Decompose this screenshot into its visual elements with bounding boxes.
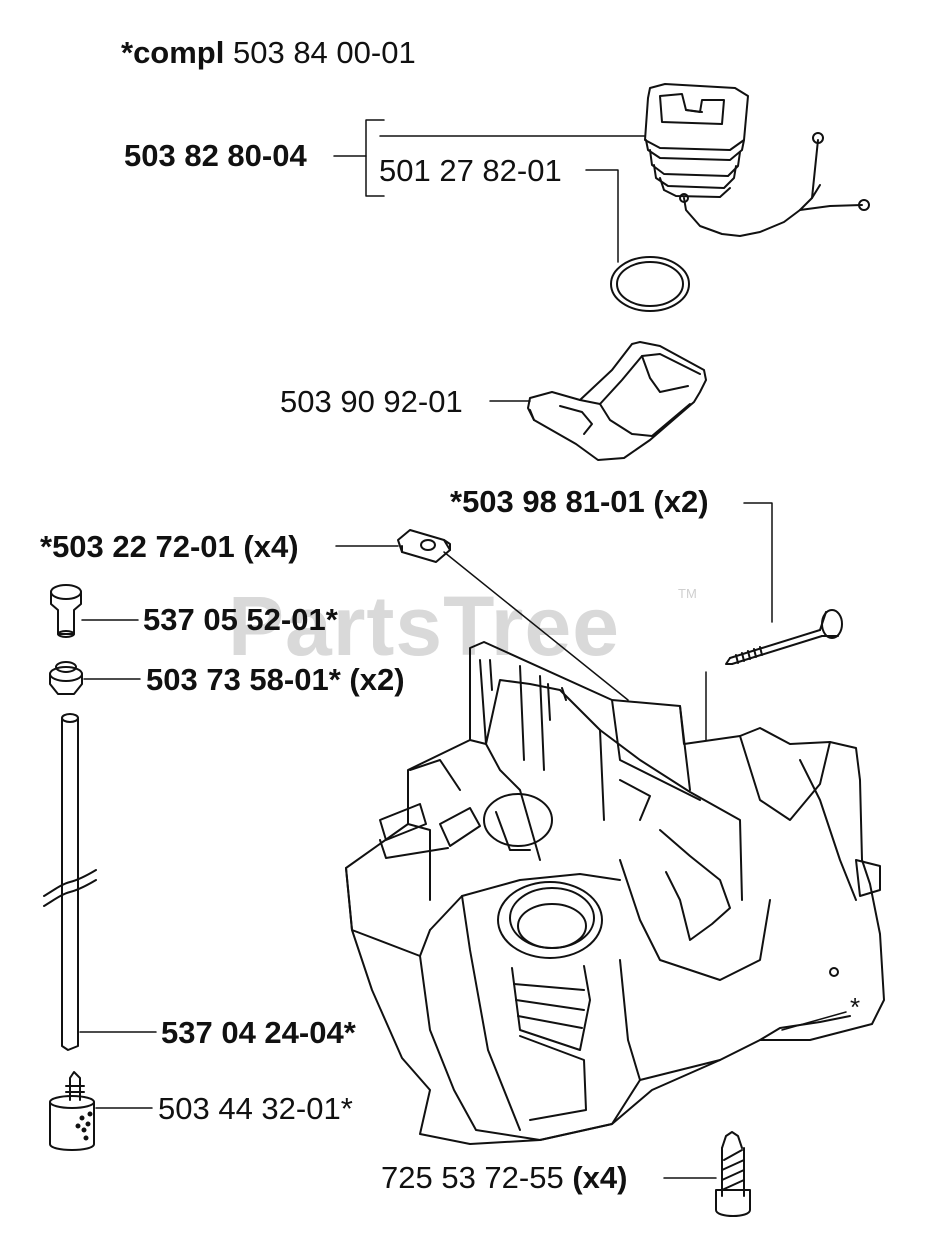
bolt-label[interactable]: *503 98 81-01 (x2) <box>450 484 709 519</box>
o-ring-part[interactable] <box>610 256 690 312</box>
bolt-part[interactable] <box>725 609 843 665</box>
fuel-tank-housing-part[interactable] <box>345 641 885 1145</box>
tank-asterisk-label[interactable]: * <box>850 992 861 1022</box>
screw-quantity: (x4) <box>572 1160 628 1195</box>
clip-part[interactable] <box>397 529 451 563</box>
trademark-mark: TM <box>678 586 697 601</box>
complete-assembly-label: *compl 503 84 00-01 <box>121 37 416 68</box>
fuel-filter-label[interactable]: 503 44 32-01* <box>158 1091 353 1126</box>
cap-holder-part[interactable] <box>527 341 707 461</box>
fuel-filter-part[interactable] <box>49 1071 95 1151</box>
fuel-cap-part[interactable] <box>644 83 870 237</box>
fuel-hose-part[interactable] <box>43 713 97 1051</box>
sleeve-part[interactable] <box>50 584 82 638</box>
cap-holder-label[interactable]: 503 90 92-01 <box>280 384 463 419</box>
screw-label[interactable]: 725 53 72-55 (x4) <box>381 1162 627 1193</box>
fuel-hose-label[interactable]: 537 04 24-04* <box>161 1015 356 1050</box>
watermark: PartsTree <box>228 579 620 673</box>
complete-assembly-number: 503 84 00-01 <box>232 35 416 70</box>
o-ring-label[interactable]: 501 27 82-01 <box>379 153 562 188</box>
complete-assembly-prefix: *compl <box>121 35 225 70</box>
leader-lines <box>79 119 847 1179</box>
sleeve-label[interactable]: 537 05 52-01* <box>143 602 338 637</box>
fuel-cap-label[interactable]: 503 82 80-04 <box>124 138 307 173</box>
screw-part[interactable] <box>715 1131 751 1217</box>
screw-number: 725 53 72-55 <box>381 1160 564 1195</box>
clip-label[interactable]: *503 22 72-01 (x4) <box>40 529 299 564</box>
grommet-label[interactable]: 503 73 58-01* (x2) <box>146 662 405 697</box>
grommet-part[interactable] <box>49 661 83 695</box>
